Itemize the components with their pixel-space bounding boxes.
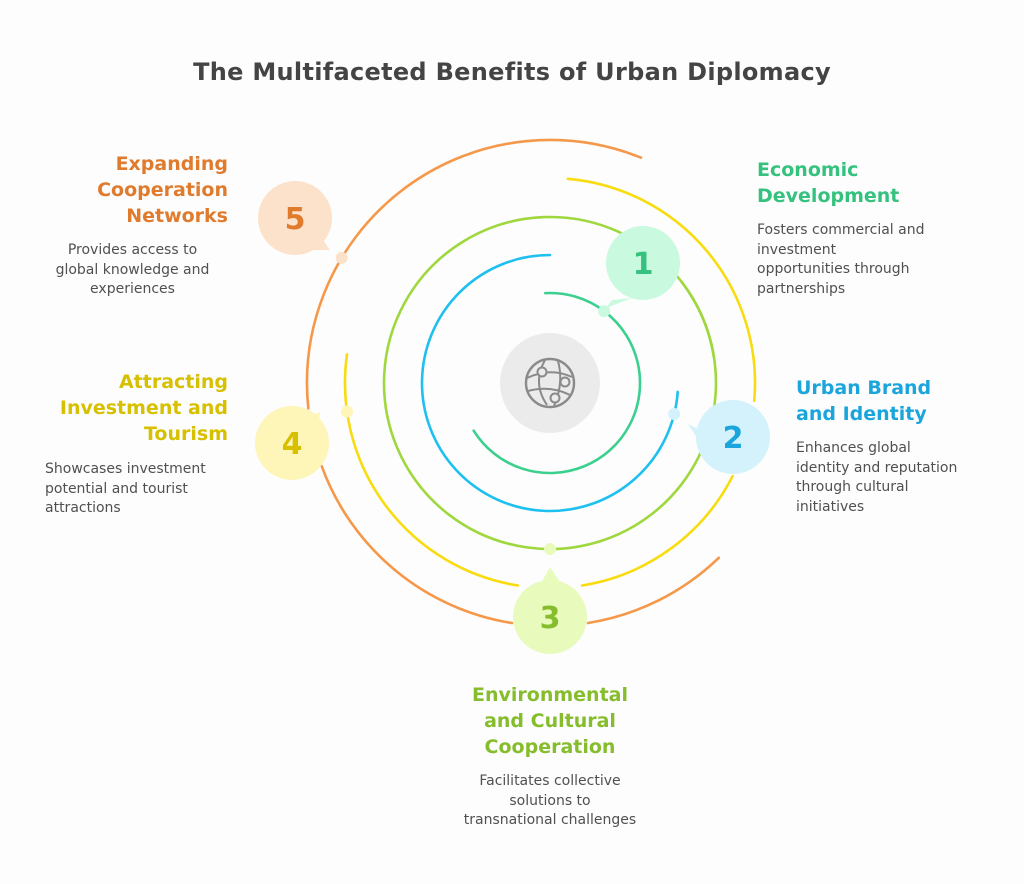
globe-network-icon	[524, 357, 576, 409]
connector-dot-5	[335, 251, 348, 264]
heading-line: Economic	[757, 159, 859, 181]
network-node-icon	[559, 376, 571, 388]
item-investment-tourism-description: Showcases investment potential and touri…	[45, 448, 206, 519]
connector-dot-4	[340, 405, 353, 418]
connector-dot-2	[668, 407, 681, 420]
network-node-icon	[536, 366, 548, 378]
page-title: The Multifaceted Benefits of Urban Diplo…	[193, 58, 831, 86]
orbit-arc-orange	[586, 556, 721, 625]
orbit-arc-blue	[420, 253, 679, 513]
number-bubble-1	[606, 226, 680, 300]
desc-line: attractions	[45, 500, 121, 516]
heading-line: Investment and	[59, 397, 228, 419]
heading-line: Expanding	[115, 153, 228, 175]
item-environmental-cooperation: Environmental and Cultural Cooperation F…	[420, 682, 680, 831]
heading-line: Cooperation	[484, 736, 616, 758]
orbit-arc-yellow	[343, 353, 520, 587]
heading-line: Attracting	[118, 371, 228, 393]
connector-dot-3	[544, 543, 556, 555]
heading-line: and Identity	[796, 403, 927, 425]
bubble-tail-1	[606, 298, 632, 308]
item-heading: Economic Development	[757, 157, 924, 209]
heading-line: Cooperation	[97, 179, 228, 201]
item-heading: Expanding Cooperation Networks	[20, 151, 228, 229]
orbit-arc-orange	[305, 138, 643, 410]
item-description: Showcases investment potential and touri…	[45, 460, 206, 519]
heading-line: Urban Brand	[796, 377, 932, 399]
desc-line: potential and tourist	[45, 480, 188, 497]
desc-line: global knowledge and	[55, 261, 210, 278]
number-bubble-3	[513, 580, 587, 654]
heading-line: Networks	[126, 205, 228, 227]
orbit-arc-lime	[679, 279, 716, 359]
item-urban-brand: Urban Brand and Identity Enhances global…	[796, 375, 957, 517]
desc-line: initiatives	[796, 498, 865, 515]
item-heading: Attracting Investment and Tourism	[20, 369, 228, 447]
item-cooperation-networks: Expanding Cooperation Networks	[20, 151, 228, 229]
orbit-arc-yellow	[580, 474, 734, 587]
number-bubble-5	[258, 181, 332, 255]
item-investment-tourism: Attracting Investment and Tourism	[20, 369, 228, 447]
item-heading: Urban Brand and Identity	[796, 375, 957, 427]
desc-line: Provides access to	[67, 242, 198, 258]
desc-line: opportunities through	[757, 261, 910, 277]
heading-line: Tourism	[143, 423, 228, 445]
desc-line: Facilitates collective	[479, 773, 621, 789]
item-description: Facilitates collective solutions to tran…	[420, 772, 680, 831]
item-cooperation-networks-description: Provides access to global knowledge and …	[30, 229, 235, 300]
desc-line: experiences	[90, 281, 175, 297]
number-bubble-2	[696, 400, 770, 474]
orbit-arc-orange	[320, 464, 514, 625]
heading-line: and Cultural	[484, 710, 616, 732]
desc-line: Enhances global	[796, 440, 911, 456]
heading-line: Environmental	[472, 684, 628, 706]
heading-line: Development	[757, 185, 900, 207]
item-description: Provides access to global knowledge and …	[30, 241, 235, 300]
desc-line: Showcases investment	[45, 461, 206, 477]
desc-line: partnerships	[757, 280, 846, 297]
bubble-number-2: 2	[723, 421, 744, 456]
number-bubble-4	[255, 406, 329, 480]
desc-line: transnational challenges	[463, 812, 637, 828]
bubble-number-4: 4	[282, 427, 303, 462]
desc-line: identity and reputation	[796, 459, 958, 476]
desc-line: Fosters commercial and	[757, 222, 925, 238]
bubble-number-1: 1	[633, 247, 654, 282]
orbit-arc-yellow	[566, 177, 757, 403]
desc-line: through cultural	[796, 479, 909, 495]
bubble-number-5: 5	[285, 202, 306, 237]
globe-lines-icon	[526, 359, 573, 407]
item-heading: Environmental and Cultural Cooperation	[420, 682, 680, 760]
item-economic-development: Economic Development Fosters commercial …	[757, 157, 924, 299]
orbit-arc-lime	[382, 215, 619, 551]
item-description: Enhances global identity and reputation …	[796, 439, 957, 517]
connector-dot-1	[598, 305, 611, 318]
bubble-number-3: 3	[540, 601, 561, 636]
desc-line: investment	[757, 241, 837, 258]
center-circle	[500, 333, 600, 433]
item-description: Fosters commercial and investment opport…	[757, 221, 924, 299]
desc-line: solutions to	[509, 792, 591, 809]
network-node-icon	[549, 392, 561, 404]
